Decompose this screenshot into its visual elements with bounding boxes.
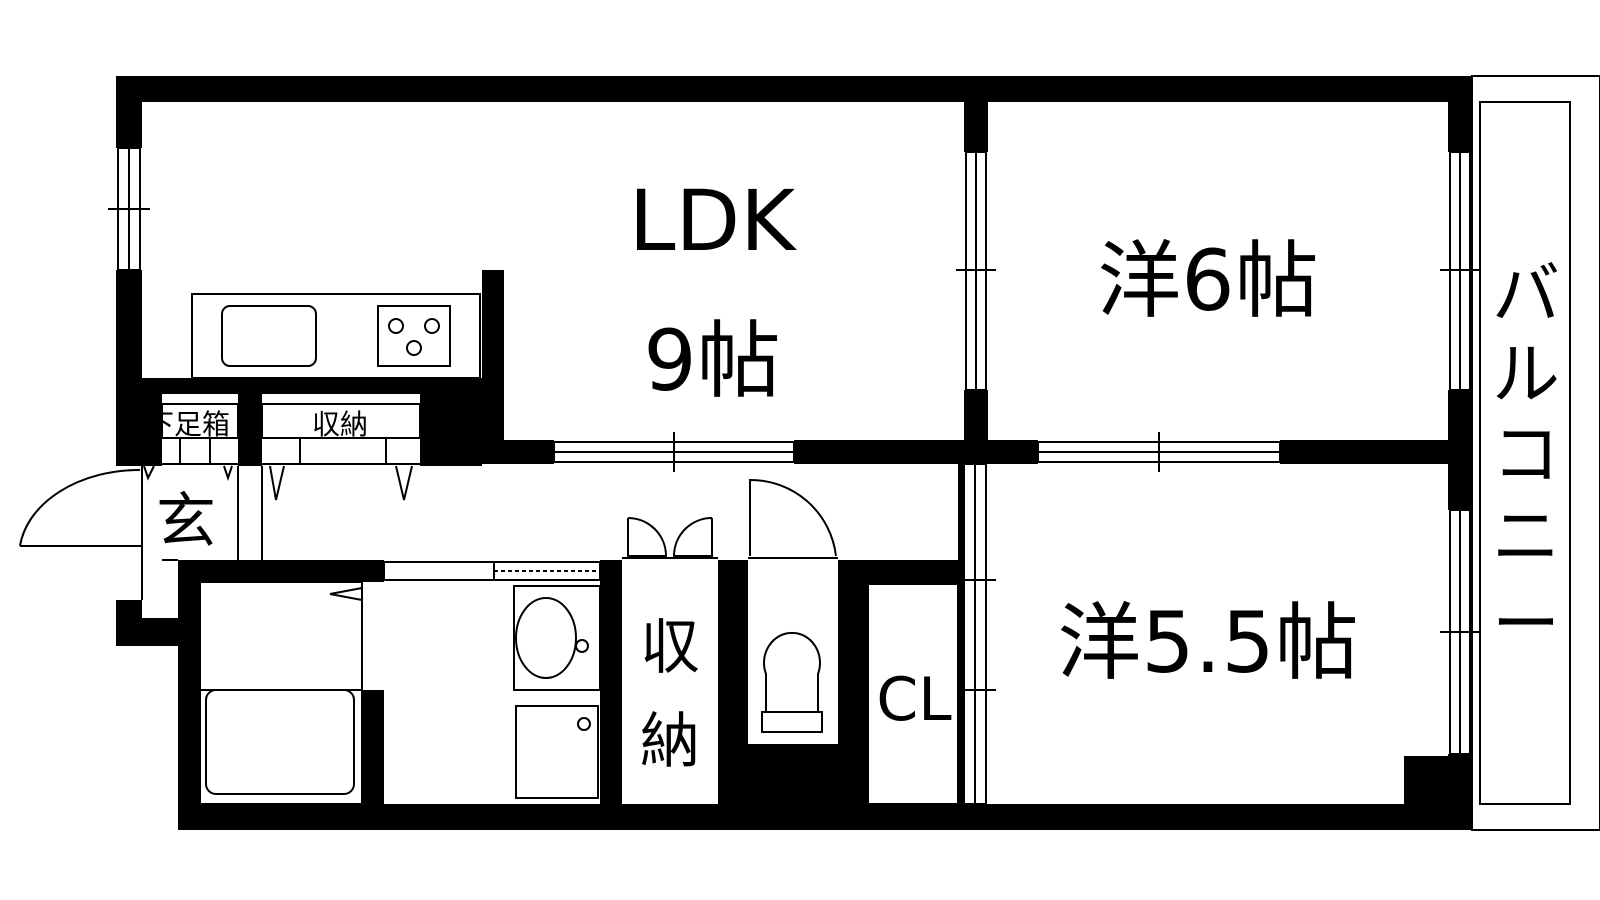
balcony-label: バ ル コ ニ ー xyxy=(1492,256,1560,665)
burner-icon xyxy=(424,318,440,334)
room-label-storage-2: 納 xyxy=(640,707,700,777)
room-label-western-6: 洋6帖 xyxy=(1097,232,1318,330)
exterior-walls xyxy=(116,76,1472,830)
balcony-char-2: ル xyxy=(1492,336,1560,415)
washroom xyxy=(513,585,601,799)
burner-icon xyxy=(388,318,404,334)
fixture-label-shoe-box: 下足箱 xyxy=(146,408,230,441)
balcony-char-4: ニ xyxy=(1492,498,1560,577)
interior-walls xyxy=(142,102,1472,828)
room-label-entrance: 玄 xyxy=(156,487,216,557)
room-label-ldk: LDK xyxy=(629,172,797,270)
entrance-door xyxy=(19,466,263,600)
burner-icon xyxy=(406,340,422,356)
kitchen-counter xyxy=(191,293,481,379)
balcony-char-3: コ xyxy=(1492,416,1560,495)
entrance-cabinets xyxy=(143,403,421,501)
room-label-closet: CL xyxy=(876,665,952,735)
fixture-label-hall-storage: 収納 xyxy=(312,408,368,441)
sink xyxy=(221,305,317,367)
balcony-char-5: ー xyxy=(1492,586,1560,665)
stove xyxy=(377,305,451,367)
toilet-icon xyxy=(763,631,821,713)
balcony xyxy=(1471,75,1600,831)
room-label-western-5-5: 洋5.5帖 xyxy=(1057,594,1359,692)
closet-cl xyxy=(867,583,959,805)
bathtub xyxy=(205,689,355,795)
toilet-room xyxy=(748,478,838,733)
room-label-storage-1: 収 xyxy=(640,613,700,683)
balcony-char-1: バ xyxy=(1492,256,1560,335)
room-size-ldk: 9帖 xyxy=(643,312,780,410)
washbasin-bowl-icon xyxy=(515,597,577,679)
bathroom xyxy=(199,581,363,805)
windows xyxy=(108,147,1480,805)
storage-doors xyxy=(622,517,718,559)
room-labels: LDK 9帖 洋6帖 洋5.5帖 収 納 CL 玄 下足箱 収納 xyxy=(146,172,1359,777)
